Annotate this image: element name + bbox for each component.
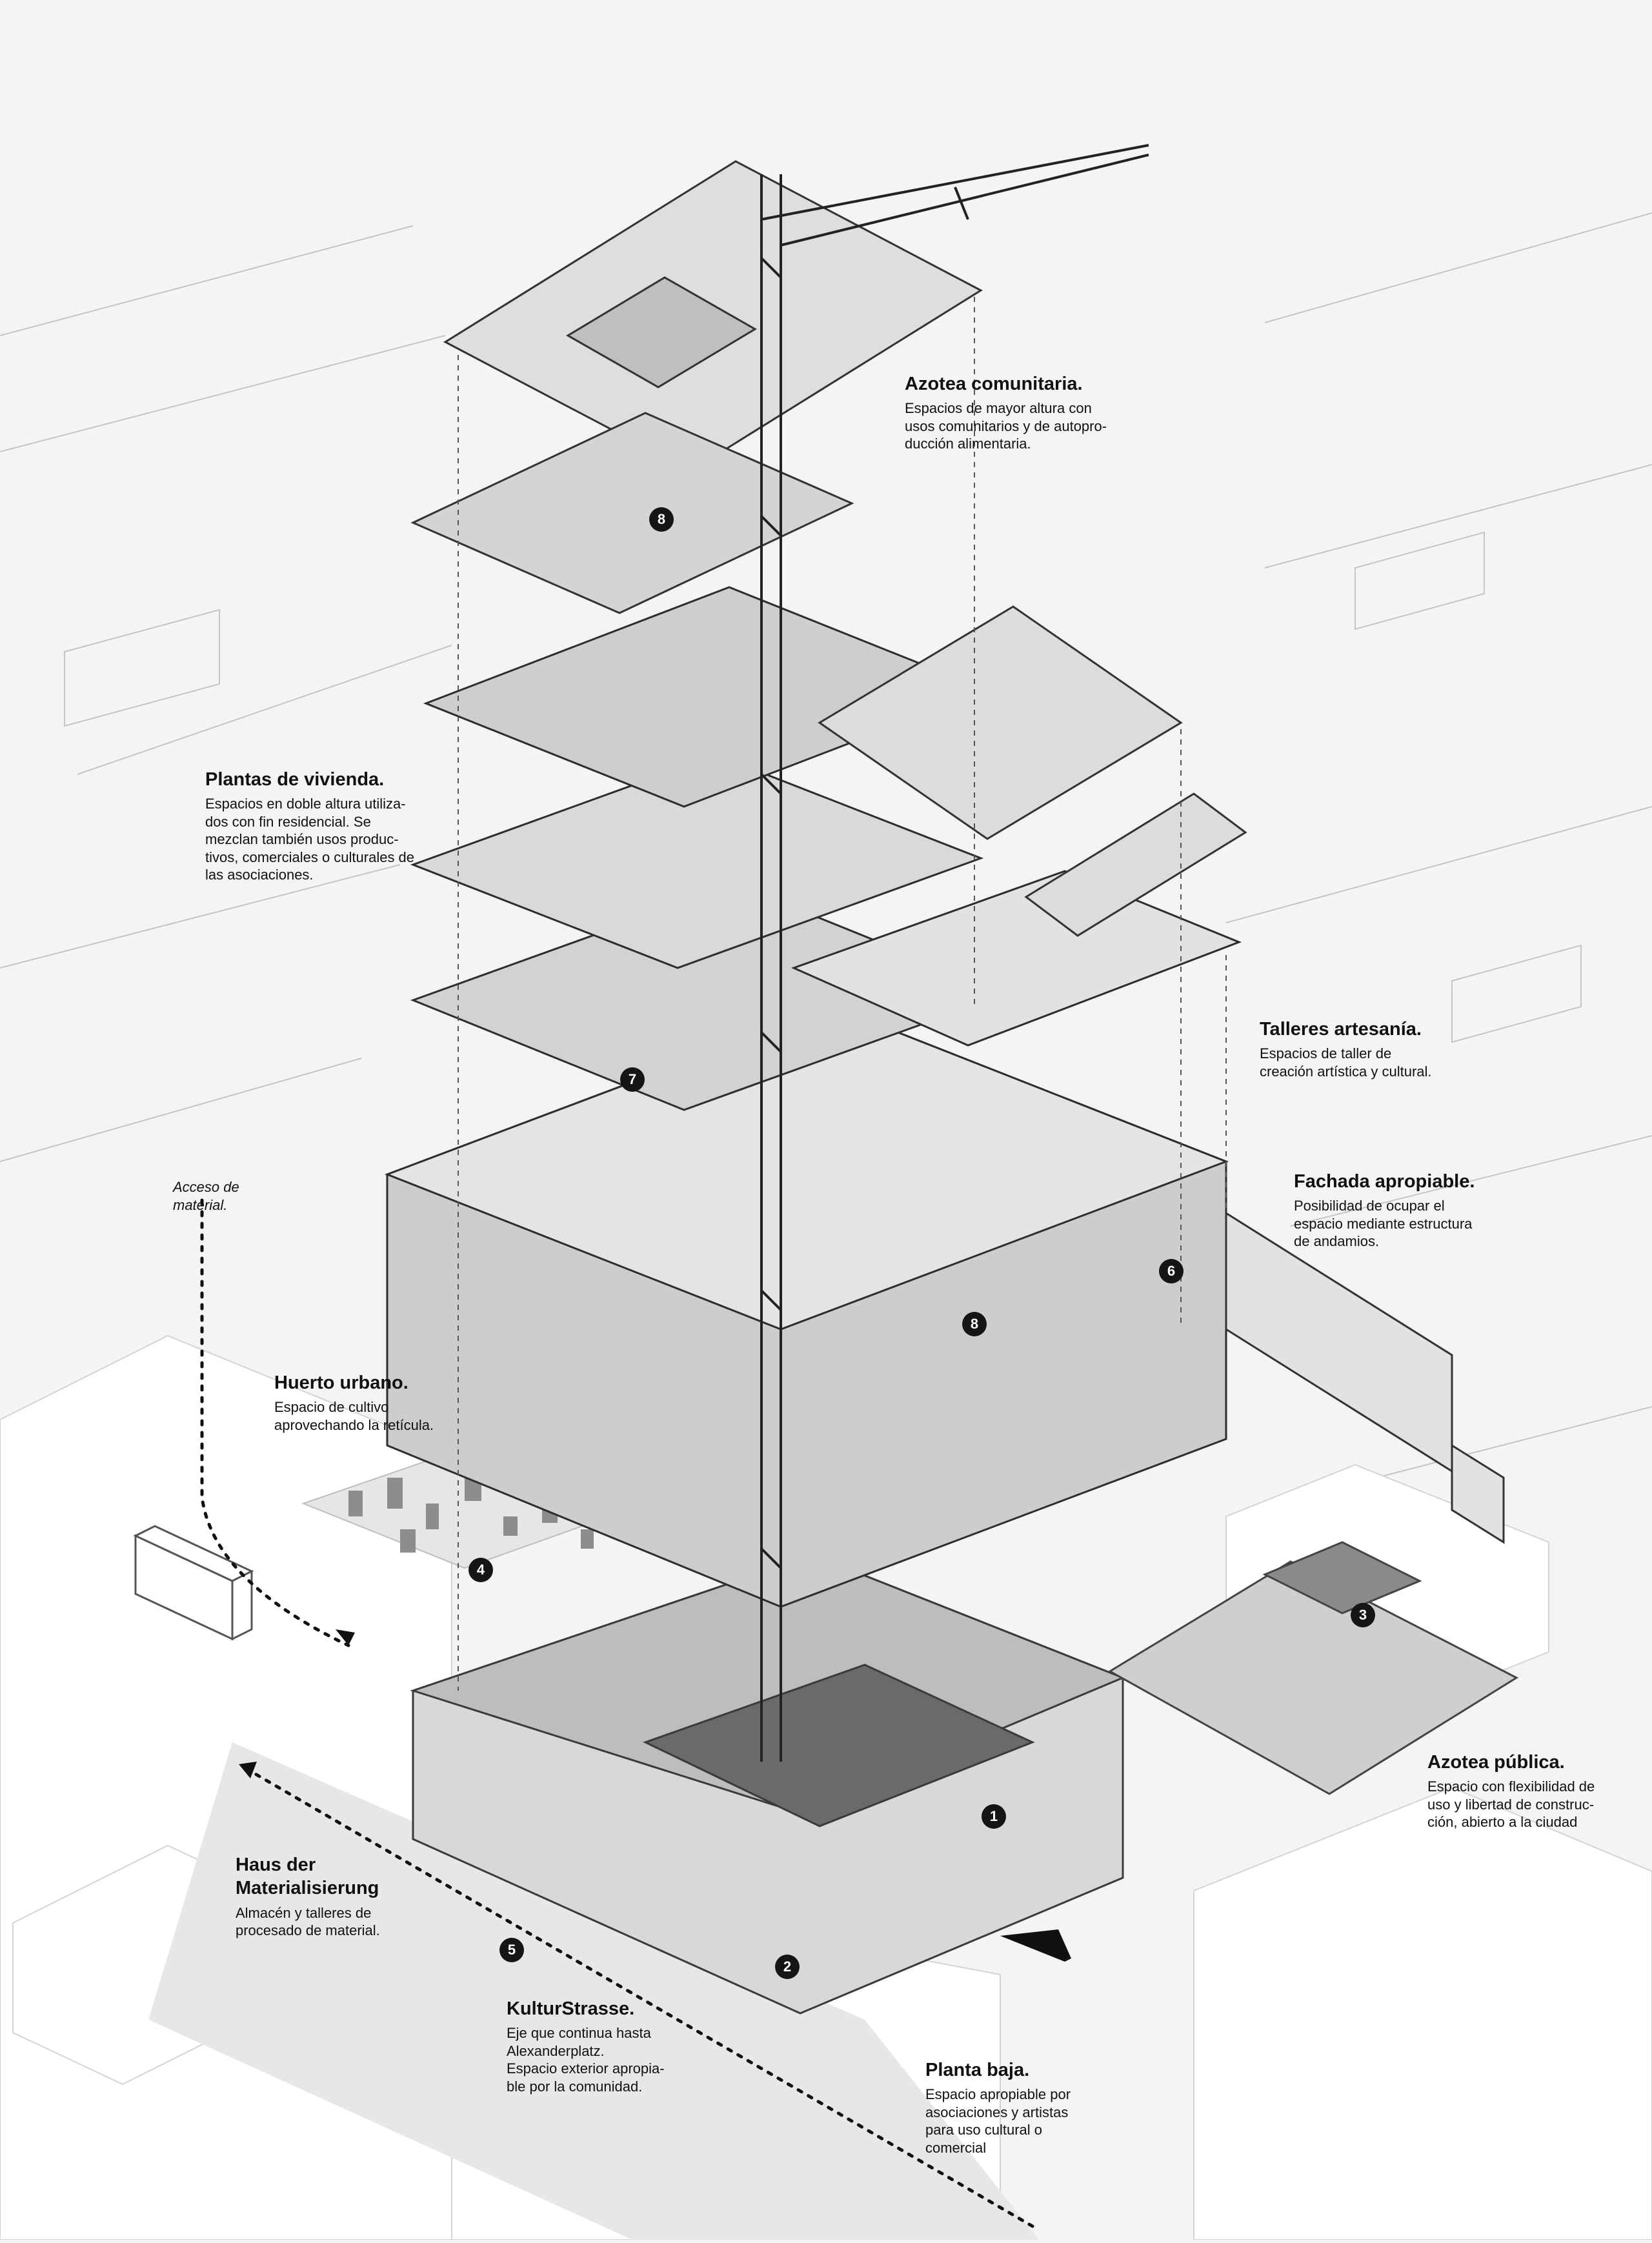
badge-6: 6	[1159, 1259, 1184, 1283]
badge-3: 3	[1351, 1603, 1375, 1627]
label-description: Almacén y talleres de procesado de mater…	[236, 1904, 380, 1939]
badge-2: 2	[775, 1955, 800, 1979]
access-routes	[200, 1198, 1034, 2228]
label-description: Acceso de material.	[173, 1179, 239, 1213]
badge-8-top: 8	[649, 507, 674, 532]
label-talleres-artesania: Talleres artesanía. Espacios de taller d…	[1260, 1018, 1432, 1080]
scaffold-facade	[1225, 1211, 1505, 1544]
label-title: KulturStrasse.	[507, 1998, 635, 2019]
label-planta-baja: Planta baja. Espacio apropiable por asoc…	[925, 2058, 1071, 2157]
label-azotea-publica: Azotea pública. Espacio con flexibilidad…	[1427, 1751, 1595, 1831]
badge-4: 4	[468, 1558, 493, 1582]
label-description: Eje que continua hasta Alexanderplatz. E…	[507, 2025, 665, 2095]
label-description: Espacio de cultivo aprovechando la retíc…	[274, 1399, 434, 1433]
label-kulturstrasse: KulturStrasse. Eje que continua hasta Al…	[507, 1997, 665, 2095]
label-description: Espacios en doble altura utiliza- dos co…	[205, 796, 415, 883]
label-azotea-comunitaria: Azotea comunitaria. Espacios de mayor al…	[905, 372, 1107, 453]
label-description: Espacios de taller de creación artística…	[1260, 1045, 1432, 1080]
kulturstrasse-ground	[148, 1742, 1039, 2240]
public-roof-plate	[1108, 1541, 1519, 1795]
label-description: Espacios de mayor altura con usos comuni…	[905, 400, 1107, 452]
label-description: Posibilidad de ocupar el espacio mediant…	[1294, 1198, 1473, 1250]
label-huerto-urbano: Huerto urbano. Espacio de cultivo aprove…	[274, 1371, 434, 1434]
label-acceso-material: Acceso de material.	[173, 1178, 239, 1214]
label-title: Talleres artesanía.	[1260, 1019, 1422, 1040]
truck	[133, 1525, 254, 1641]
badge-1: 1	[982, 1804, 1006, 1829]
label-title: Planta baja.	[925, 2060, 1030, 2080]
label-haus-materialisierung: Haus der Materialisierung Almacén y tall…	[236, 1853, 380, 1940]
projection-lines	[458, 297, 1227, 1691]
label-plantas-vivienda: Plantas de vivienda. Espacios en doble a…	[205, 768, 414, 884]
label-title: Azotea comunitaria.	[905, 374, 1083, 394]
ground-floor	[410, 1554, 1125, 2015]
label-title: Fachada apropiable.	[1294, 1171, 1475, 1192]
label-fachada-apropiable: Fachada apropiable. Posibilidad de ocupa…	[1294, 1170, 1475, 1251]
crane	[760, 144, 1149, 1762]
badge-5: 5	[499, 1938, 524, 1962]
north-zigzag	[1000, 1929, 1071, 1962]
label-title: Azotea pública.	[1427, 1752, 1565, 1773]
housing-floors	[410, 586, 1242, 1111]
label-title: Huerto urbano.	[274, 1373, 408, 1393]
city-plan-lines	[0, 212, 1652, 1517]
label-description: Espacio con flexibilidad de uso y libert…	[1427, 1778, 1595, 1831]
label-title: Haus der Materialisierung	[236, 1855, 379, 1899]
top-roof	[410, 160, 983, 614]
arrow-heads	[239, 1629, 355, 1778]
badge-7: 7	[620, 1067, 645, 1092]
workshop-roof	[818, 605, 1247, 937]
badge-8-middle: 8	[962, 1312, 987, 1336]
label-title: Plantas de vivienda.	[205, 769, 385, 790]
label-description: Espacio apropiable por asociaciones y ar…	[925, 2086, 1071, 2156]
